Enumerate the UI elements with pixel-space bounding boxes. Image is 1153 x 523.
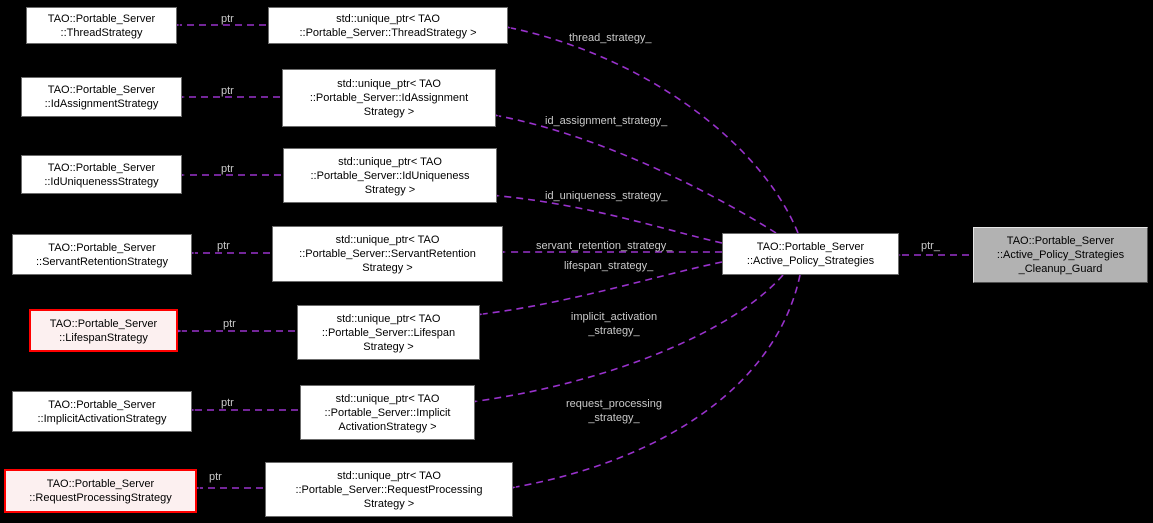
- edge-id-uniqueness-strategy: [487, 190, 723, 244]
- node-text-line: TAO::Portable_Server: [49, 317, 158, 330]
- node-thread-strategy-class[interactable]: TAO::Portable_Server ::ThreadStrategy: [26, 7, 177, 44]
- node-text-line: ::Portable_Server::ServantRetention: [299, 248, 476, 260]
- node-text-line: Strategy >: [363, 106, 415, 118]
- edge-label-ptr: ptr: [221, 85, 234, 97]
- edge-label-ptr: ptr: [223, 318, 236, 330]
- node-unique-ptr-servant-retention[interactable]: std::unique_ptr< TAO ::Portable_Server::…: [272, 226, 503, 282]
- node-unique-ptr-thread[interactable]: std::unique_ptr< TAO ::Portable_Server::…: [268, 7, 508, 44]
- node-text-line: ::Active_Policy_Strategies: [746, 255, 875, 267]
- node-text-line: TAO::Portable_Server: [47, 12, 156, 25]
- node-unique-ptr-lifespan[interactable]: std::unique_ptr< TAO ::Portable_Server::…: [297, 305, 480, 360]
- node-text-line: ActivationStrategy >: [338, 420, 437, 433]
- edge-implicit-activation-strategy: [465, 274, 784, 407]
- node-text-line: ::IdAssignmentStrategy: [44, 98, 159, 110]
- node-request-processing-strategy-class[interactable]: TAO::Portable_Server ::RequestProcessing…: [4, 469, 197, 513]
- node-text-line: Strategy >: [362, 262, 413, 274]
- node-text-line: TAO::Portable_Server: [48, 241, 156, 254]
- node-text-line: ::Portable_Server::IdAssignment: [309, 92, 469, 104]
- node-id-uniqueness-strategy-class[interactable]: TAO::Portable_Server ::IdUniquenessStrat…: [21, 155, 182, 194]
- node-unique-ptr-implicit-activation[interactable]: std::unique_ptr< TAO ::Portable_Server::…: [300, 385, 475, 440]
- node-text-line: ::Portable_Server::IdUniqueness: [310, 169, 470, 182]
- node-text-line: std::unique_ptr< TAO: [336, 12, 440, 25]
- node-text-line: ::RequestProcessingStrategy: [29, 492, 172, 504]
- edge-label-line: request_processing: [565, 398, 662, 410]
- node-unique-ptr-id-assignment[interactable]: std::unique_ptr< TAO ::Portable_Server::…: [282, 69, 496, 127]
- edge-thread-strategy: [498, 21, 799, 234]
- node-text-line: ::Portable_Server::RequestProcessing: [295, 483, 483, 496]
- edge-label-line: _strategy_: [588, 412, 640, 424]
- node-text-line: std::unique_ptr< TAO: [336, 312, 441, 325]
- node-text-line: ::ImplicitActivationStrategy: [37, 412, 167, 425]
- node-text-line: TAO::Portable_Server: [47, 161, 156, 174]
- edge-label-thread-strategy: thread_strategy_: [569, 32, 652, 44]
- node-text-line: ::Portable_Server::ThreadStrategy >: [299, 26, 477, 39]
- edge-label-id-uniqueness-strategy: id_uniqueness_strategy_: [545, 190, 668, 202]
- node-text-line: ::Portable_Server::Implicit: [324, 406, 451, 419]
- node-lifespan-strategy-class[interactable]: TAO::Portable_Server ::LifespanStrategy: [29, 309, 178, 352]
- node-text-line: ::ThreadStrategy: [60, 26, 143, 39]
- edge-label-servant-retention-strategy: servant_retention_strategy_: [536, 240, 673, 252]
- node-text-line: Strategy >: [363, 340, 414, 353]
- node-text-line: ::Portable_Server::Lifespan: [321, 326, 456, 339]
- edge-label-ptr: ptr: [209, 471, 222, 483]
- node-text-line: TAO::Portable_Server: [47, 84, 156, 96]
- node-implicit-activation-strategy-class[interactable]: TAO::Portable_Server ::ImplicitActivatio…: [12, 391, 192, 432]
- edge-label-line: _strategy_: [588, 325, 640, 337]
- edge-label-ptr-member: ptr_: [921, 240, 940, 252]
- node-servant-retention-strategy-class[interactable]: TAO::Portable_Server ::ServantRetentionS…: [12, 234, 192, 275]
- node-active-policy-strategies[interactable]: TAO::Portable_Server ::Active_Policy_Str…: [722, 233, 899, 275]
- edge-label-request-processing-strategy: request_processing _strategy_: [551, 397, 677, 425]
- node-text-line: std::unique_ptr< TAO: [335, 234, 440, 246]
- node-text-line: TAO::Portable_Server: [46, 478, 155, 490]
- node-text-line: std::unique_ptr< TAO: [337, 469, 441, 482]
- node-unique-ptr-request-processing[interactable]: std::unique_ptr< TAO ::Portable_Server::…: [265, 462, 513, 517]
- edge-lifespan-strategy: [470, 261, 723, 320]
- node-text-line: ::LifespanStrategy: [59, 331, 148, 344]
- edge-request-processing-strategy: [503, 274, 801, 494]
- node-text-line: TAO::Portable_Server: [1006, 235, 1115, 247]
- edge-label-line: implicit_activation: [570, 311, 658, 323]
- node-text-line: _Cleanup_Guard: [1018, 263, 1103, 275]
- node-text-line: std::unique_ptr< TAO: [337, 78, 441, 90]
- edge-id-assignment-strategy: [486, 109, 777, 234]
- node-text-line: Strategy >: [364, 183, 416, 196]
- edge-label-id-assignment-strategy: id_assignment_strategy_: [545, 115, 668, 127]
- node-text-line: std::unique_ptr< TAO: [335, 392, 440, 405]
- edge-label-ptr: ptr: [221, 397, 234, 409]
- edge-label-implicit-activation-strategy: implicit_activation _strategy_: [553, 310, 675, 338]
- edge-label-ptr: ptr: [221, 163, 234, 175]
- node-active-policy-strategies-cleanup-guard: TAO::Portable_Server ::Active_Policy_Str…: [973, 227, 1148, 283]
- node-text-line: TAO::Portable_Server: [48, 398, 156, 411]
- node-text-line: Strategy >: [363, 497, 415, 510]
- node-text-line: ::Active_Policy_Strategies: [996, 249, 1125, 261]
- edge-label-ptr: ptr: [217, 240, 230, 252]
- edge-label-lifespan-strategy: lifespan_strategy_: [564, 260, 654, 272]
- node-text-line: std::unique_ptr< TAO: [338, 155, 442, 168]
- node-text-line: ::ServantRetentionStrategy: [35, 255, 169, 268]
- node-id-assignment-strategy-class[interactable]: TAO::Portable_Server ::IdAssignmentStrat…: [21, 77, 182, 117]
- node-text-line: TAO::Portable_Server: [756, 241, 865, 253]
- node-text-line: ::IdUniquenessStrategy: [44, 175, 159, 188]
- edge-label-ptr: ptr: [221, 13, 234, 25]
- node-unique-ptr-id-uniqueness[interactable]: std::unique_ptr< TAO ::Portable_Server::…: [283, 148, 497, 203]
